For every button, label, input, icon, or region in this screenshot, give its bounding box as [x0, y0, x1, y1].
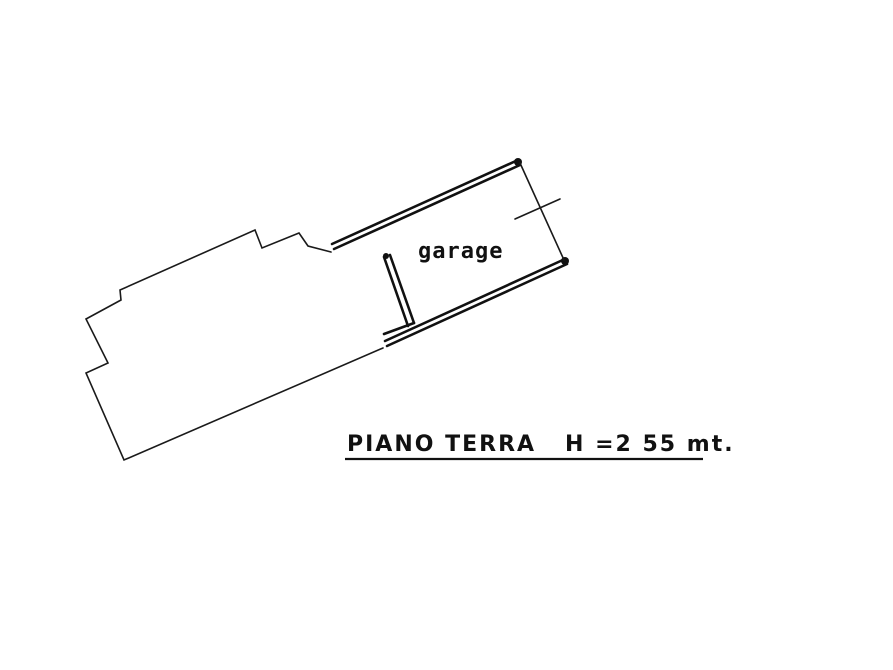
building-outline	[84, 228, 384, 462]
garage-door	[514, 162, 565, 261]
garage-walls	[330, 158, 569, 348]
floor-level-caption: PIANO TERRA H =2 55 mt.	[347, 432, 735, 457]
room-label-garage: garage	[418, 239, 503, 264]
